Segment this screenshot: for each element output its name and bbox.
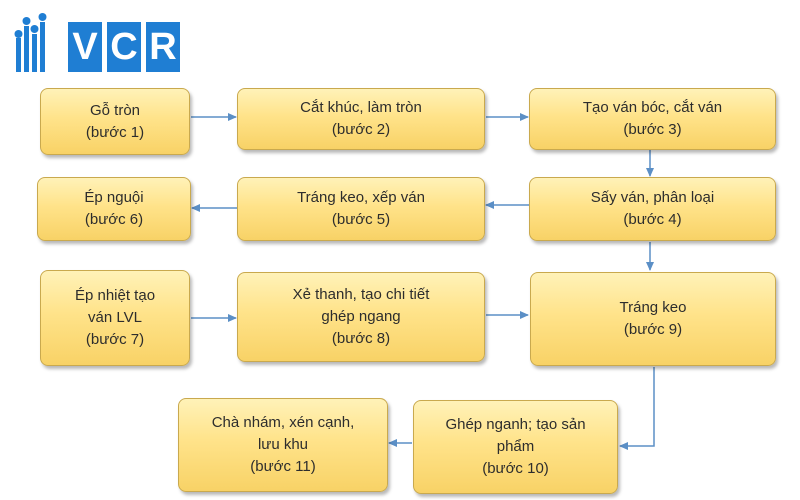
- step-2-line-2: (bước 2): [331, 121, 391, 138]
- step-8-line-3: (bước 8): [331, 330, 391, 347]
- step-2-box: Cắt khúc, làm tròn (bước 2): [237, 88, 485, 150]
- step-5-line-2: (bước 5): [331, 211, 391, 228]
- step-3-box: Tạo ván bóc, cắt ván (bước 3): [529, 88, 776, 150]
- step-11-box: Chà nhám, xén cạnh, lưu khu (bước 11): [178, 398, 388, 492]
- step-11-line-2: lưu khu: [257, 436, 309, 453]
- step-6-box: Ép nguội (bước 6): [37, 177, 191, 241]
- step-1-box: Gỗ tròn (bước 1): [40, 88, 190, 155]
- step-5-box: Tráng keo, xếp ván (bước 5): [237, 177, 485, 241]
- step-4-box: Sấy ván, phân loại (bước 4): [529, 177, 776, 241]
- step-10-line-2: phẩm: [496, 438, 535, 455]
- step-6-line-2: (bước 6): [84, 211, 144, 228]
- step-7-line-2: ván LVL: [88, 309, 142, 326]
- step-11-line-1: Chà nhám, xén cạnh,: [211, 414, 355, 431]
- step-4-line-1: Sấy ván, phân loại: [590, 189, 715, 206]
- logo-letter-r: R: [146, 22, 180, 72]
- step-8-line-2: ghép ngang: [321, 308, 401, 325]
- step-5-line-1: Tráng keo, xếp ván: [297, 189, 425, 206]
- step-4-line-2: (bước 4): [623, 211, 682, 228]
- step-10-box: Ghép nganh; tạo sản phẩm (bước 10): [413, 400, 618, 494]
- step-10-line-1: Ghép nganh; tạo sản: [445, 416, 586, 433]
- step-11-line-3: (bước 11): [250, 458, 316, 475]
- step-7-line-3: (bước 7): [85, 331, 145, 348]
- step-1-line-2: (bước 1): [85, 123, 145, 141]
- logo-letter-c: C: [107, 22, 141, 72]
- step-10-line-3: (bước 10): [482, 460, 549, 477]
- vcr-logo: V C R: [12, 12, 184, 74]
- logo-letter-v: V: [68, 22, 102, 72]
- step-2-line-1: Cắt khúc, làm tròn: [300, 99, 422, 116]
- step-8-line-1: Xẻ thanh, tạo chi tiết: [292, 286, 430, 303]
- step-7-box: Ép nhiệt tạo ván LVL (bước 7): [40, 270, 190, 366]
- step-9-line-1: Tráng keo: [619, 299, 687, 316]
- step-9-line-2: (bước 9): [623, 321, 683, 338]
- step-3-line-2: (bước 3): [623, 121, 682, 138]
- step-8-box: Xẻ thanh, tạo chi tiết ghép ngang (bước …: [237, 272, 485, 362]
- step-6-line-1: Ép nguội: [84, 189, 144, 206]
- step-3-line-1: Tạo ván bóc, cắt ván: [582, 99, 723, 116]
- arrow-9-to-10: [619, 367, 655, 450]
- step-7-line-1: Ép nhiệt tạo: [74, 287, 156, 304]
- step-1-line-1: Gỗ tròn: [89, 101, 141, 119]
- step-9-box: Tráng keo (bước 9): [530, 272, 776, 366]
- logo-mark-icon: [14, 13, 47, 72]
